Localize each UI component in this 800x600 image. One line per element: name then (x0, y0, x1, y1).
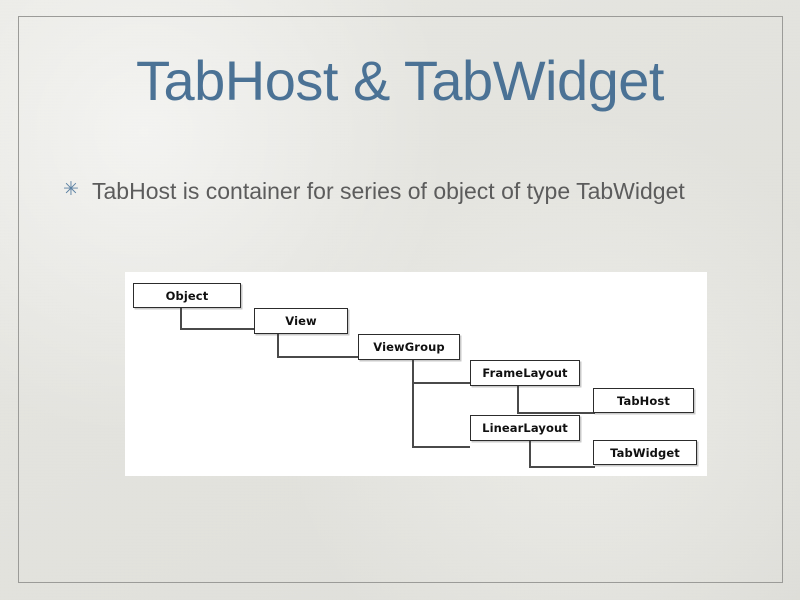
edge-object-view-horizontal (180, 328, 258, 330)
node-tabwidget[interactable]: TabWidget (593, 440, 697, 465)
node-view[interactable]: View (254, 308, 348, 334)
bullet-text: TabHost is container for series of objec… (92, 178, 685, 204)
edge-viewgroup-framelayout (412, 382, 470, 384)
class-hierarchy-diagram: Object View ViewGroup FrameLayout TabHos… (125, 272, 707, 476)
edge-linearlayout-tabwidget-horizontal (529, 466, 595, 468)
edge-view-viewgroup-vertical (277, 334, 279, 358)
node-framelayout[interactable]: FrameLayout (470, 360, 580, 386)
edge-framelayout-tabhost-horizontal (517, 412, 595, 414)
edge-view-viewgroup-horizontal (277, 356, 359, 358)
asterisk-bullet-icon: ✳ (63, 179, 79, 200)
bullet-item: ✳ TabHost is container for series of obj… (62, 176, 722, 207)
edge-linearlayout-tabwidget-vertical (529, 440, 531, 468)
node-tabhost[interactable]: TabHost (593, 388, 694, 413)
node-viewgroup[interactable]: ViewGroup (358, 334, 460, 360)
edge-framelayout-tabhost-vertical (517, 386, 519, 414)
diagram-panel: Object View ViewGroup FrameLayout TabHos… (125, 272, 707, 476)
edge-object-view-vertical (180, 308, 182, 330)
edge-viewgroup-trunk (412, 360, 414, 448)
slide-title: TabHost & TabWidget (136, 49, 664, 112)
node-linearlayout[interactable]: LinearLayout (470, 415, 580, 441)
edge-viewgroup-linearlayout (412, 446, 470, 448)
node-object[interactable]: Object (133, 283, 241, 308)
